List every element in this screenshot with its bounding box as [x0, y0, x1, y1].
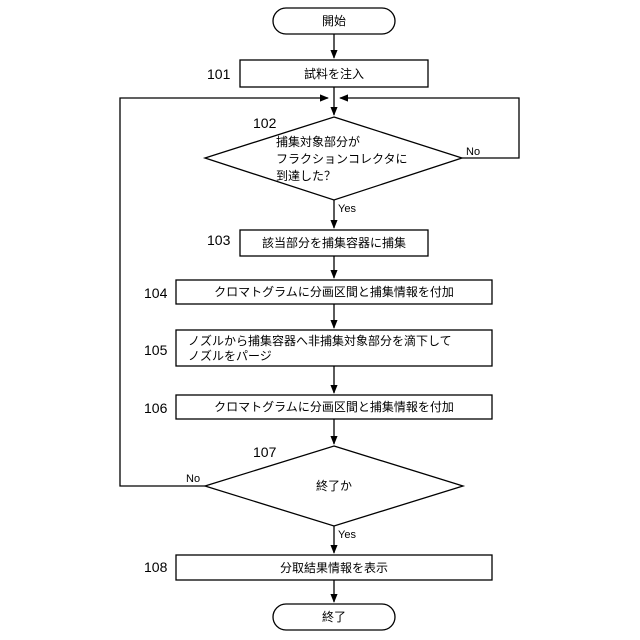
step-104-number: 104	[144, 285, 168, 301]
step-102-no-label: No	[466, 146, 480, 158]
step-101-number: 101	[207, 66, 231, 82]
step-102-number: 102	[253, 115, 277, 131]
step-105-line2: ノズルをパージ	[188, 348, 272, 363]
step-107-no-label: No	[186, 473, 200, 485]
step-105-line1: ノズルから捕集容器へ非捕集対象部分を滴下して	[188, 333, 452, 348]
step-107-number: 107	[253, 444, 277, 460]
step-107-label: 終了か	[316, 478, 352, 493]
step-102-line1: 捕集対象部分が	[276, 134, 360, 149]
step-104-label: クロマトグラムに分画区間と捕集情報を付加	[214, 284, 454, 299]
end-label: 終了	[322, 609, 346, 624]
step-102-line2: フラクションコレクタに	[276, 152, 408, 166]
step-106-number: 106	[144, 400, 168, 416]
step-101-label: 試料を注入	[304, 66, 364, 81]
step-105-number: 105	[144, 342, 168, 358]
step-106-label: クロマトグラムに分画区間と捕集情報を付加	[214, 399, 454, 414]
step-108-label: 分取結果情報を表示	[280, 561, 388, 575]
step-103-number: 103	[207, 232, 231, 248]
start-label: 開始	[322, 14, 346, 28]
step-103-label: 該当部分を捕集容器に捕集	[262, 235, 406, 250]
step-102-yes-label: Yes	[338, 203, 356, 215]
step-107-yes-label: Yes	[338, 529, 356, 541]
step-102-line3: 到達した？	[276, 169, 336, 183]
step-108-number: 108	[144, 559, 168, 575]
